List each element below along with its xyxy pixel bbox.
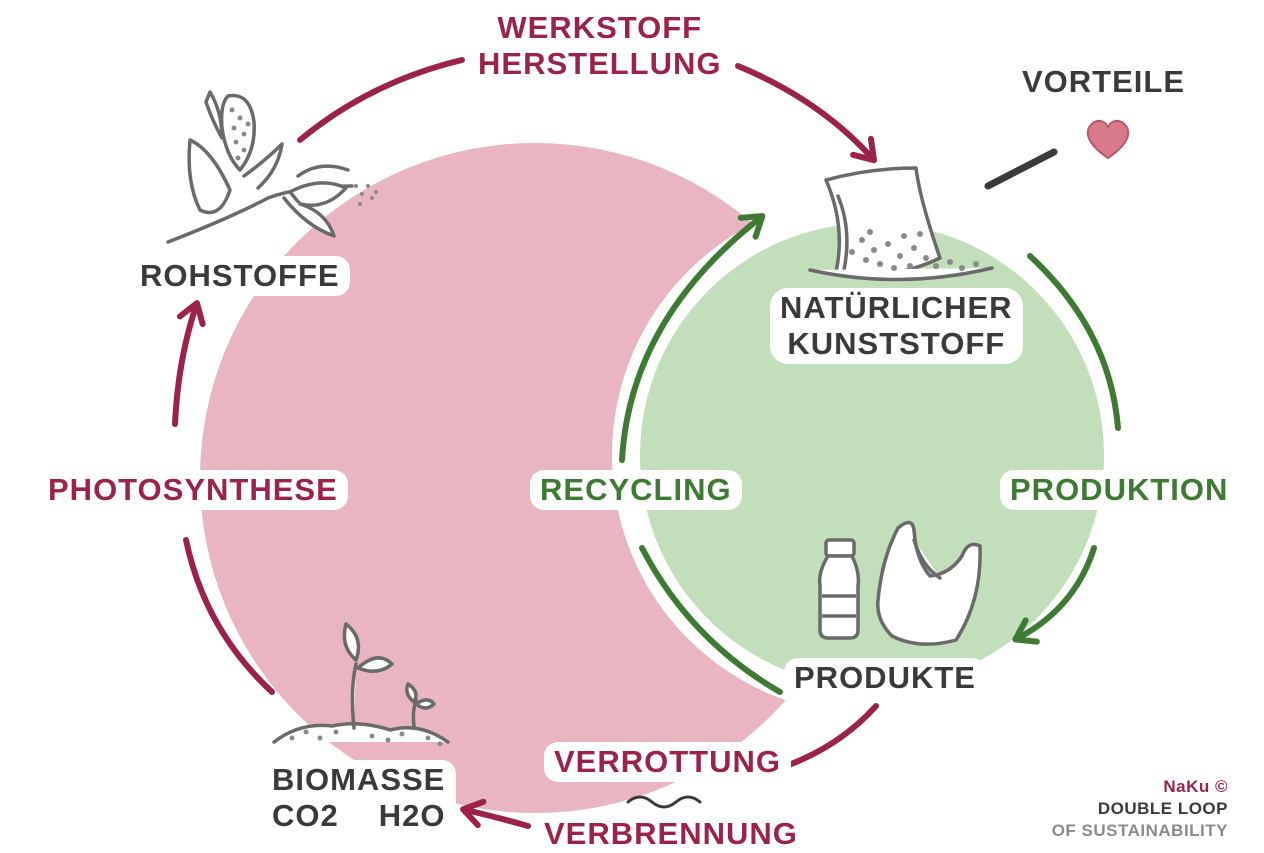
corn-plant-icon: [166, 90, 378, 244]
arrow-werkstoff-right: [735, 63, 878, 164]
arrow-produktion-upper: [1027, 253, 1121, 431]
label-biomasse: BIOMASSE CO2 H2O: [262, 760, 456, 836]
wave-icon: [626, 795, 702, 809]
arrow-to-rohstoffe: [172, 300, 206, 427]
seedling-icon: [272, 622, 450, 747]
label-werkstoff-herstellung: WERKSTOFF HERSTELLUNG: [468, 8, 732, 84]
arrow-recycling-lower: [639, 545, 783, 695]
biomasse-h2o: H2O: [378, 798, 446, 833]
biomasse-line1: BIOMASSE: [272, 762, 446, 797]
label-verrottung: VERROTTUNG: [544, 742, 791, 782]
arrow-werkstoff-left: [297, 57, 465, 143]
biomasse-line2: CO2 H2O: [272, 798, 446, 834]
bottle-icon: [817, 538, 861, 640]
label-verbrennung: VERBRENNUNG: [534, 814, 808, 852]
label-photosynthese: PHOTOSYNTHESE: [38, 470, 348, 510]
label-recycling: RECYCLING: [530, 470, 742, 510]
credit-line3: OF SUSTAINABILITY: [1051, 821, 1228, 840]
natuerlicher-line1: NATÜRLICHER: [780, 290, 1013, 325]
label-vorteile: VORTEILE: [1012, 62, 1196, 102]
arrow-produktion-lower: [1012, 545, 1097, 645]
granulate-sack-icon: [808, 166, 994, 282]
label-produktion: PRODUKTION: [1000, 470, 1239, 510]
werkstoff-line2: HERSTELLUNG: [478, 46, 722, 81]
arrow-to-biomasse: [460, 798, 531, 829]
natuerlicher-line2: KUNSTSTOFF: [787, 326, 1006, 361]
label-natuerlicher-kunststoff: NATÜRLICHER KUNSTSTOFF: [770, 288, 1023, 364]
arrow-photosynthese-lower: [183, 537, 275, 695]
credit-block: NaKu © DOUBLE LOOP OF SUSTAINABILITY: [1052, 776, 1228, 842]
arrow-recycling-up: [619, 213, 766, 463]
arrow-produkte-to-verrottung: [783, 703, 879, 769]
plastic-bag-icon: [876, 520, 982, 646]
label-produkte: PRODUKTE: [784, 658, 986, 698]
credit-line2: DOUBLE LOOP: [1097, 799, 1228, 818]
werkstoff-line1: WERKSTOFF: [497, 10, 703, 45]
credit-line1: NaKu ©: [1163, 777, 1228, 796]
biomasse-co2: CO2: [272, 798, 339, 833]
label-rohstoffe: ROHSTOFFE: [130, 256, 350, 296]
vorteile-connector: [984, 148, 1058, 190]
heart-icon: [1086, 120, 1130, 160]
